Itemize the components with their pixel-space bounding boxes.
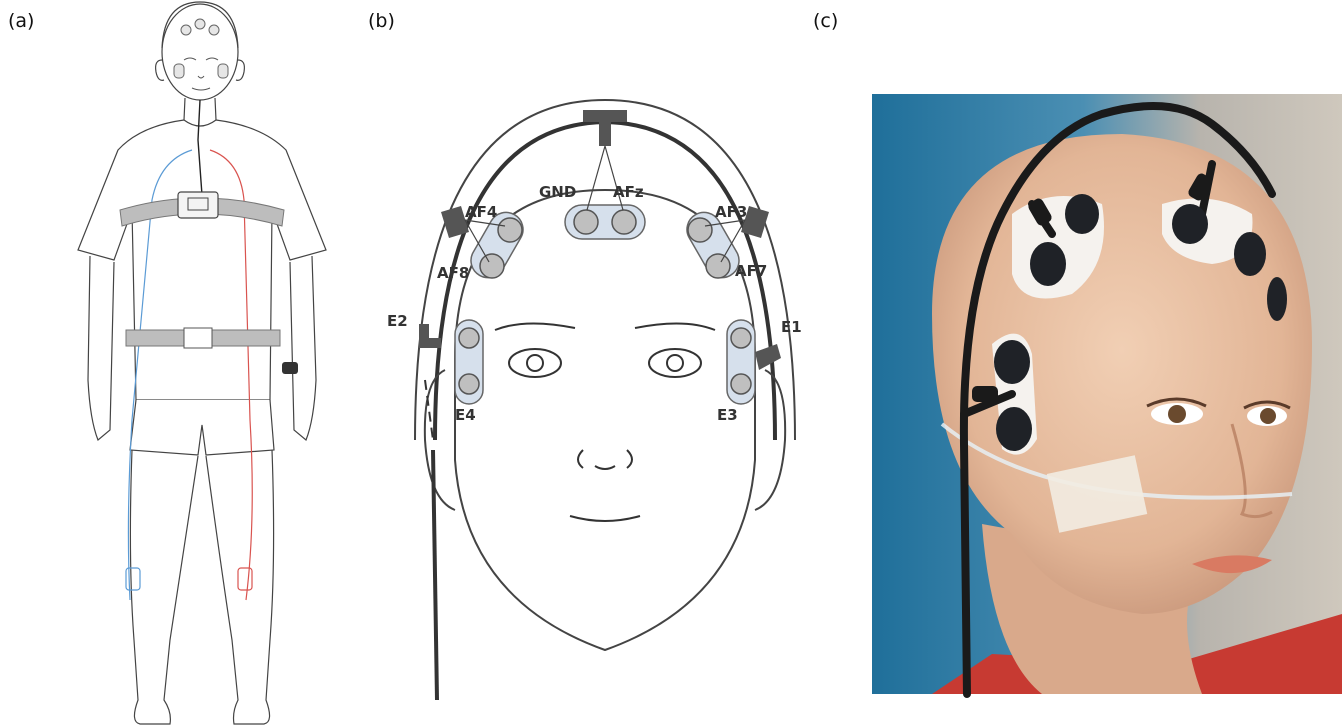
head-outline bbox=[162, 4, 238, 100]
shirt-outline bbox=[78, 120, 326, 400]
electrode-cup bbox=[1065, 194, 1099, 234]
label-e3: E3 bbox=[717, 406, 738, 424]
label-af7: AF7 bbox=[735, 262, 767, 280]
mannequin-photo bbox=[872, 94, 1342, 694]
label-afz: AFz bbox=[613, 183, 644, 201]
electrode-cup bbox=[994, 340, 1030, 384]
leg-electrode-right bbox=[238, 568, 252, 590]
label-af4: AF4 bbox=[465, 203, 497, 221]
e1-connector bbox=[755, 344, 781, 370]
label-e2: E2 bbox=[387, 312, 408, 330]
label-e4: E4 bbox=[455, 406, 476, 424]
label-af3: AF3 bbox=[715, 203, 747, 221]
af4-electrode bbox=[498, 218, 522, 242]
af8-electrode bbox=[480, 254, 504, 278]
label-gnd: GND bbox=[539, 183, 576, 201]
electrode-cup bbox=[1172, 204, 1208, 244]
e2-pad-electrode bbox=[459, 328, 479, 348]
electrode-cup bbox=[1234, 232, 1266, 276]
gnd-electrode bbox=[574, 210, 598, 234]
wrist-device bbox=[282, 362, 298, 374]
electrode-cup bbox=[1030, 242, 1066, 286]
label-e1: E1 bbox=[781, 318, 802, 336]
body-diagram bbox=[60, 0, 360, 727]
panel-a-label: (a) bbox=[8, 10, 34, 32]
head-electrode bbox=[209, 25, 219, 35]
panel-b-label: (b) bbox=[368, 10, 395, 32]
top-connector bbox=[583, 110, 627, 146]
eye-electrode-pad bbox=[174, 64, 184, 78]
head-electrode bbox=[195, 19, 205, 29]
electrode-cup bbox=[1267, 277, 1287, 321]
eye-electrode-pad bbox=[218, 64, 228, 78]
e1-pad-electrode bbox=[731, 328, 751, 348]
electrode-cup bbox=[996, 407, 1032, 451]
af7-electrode bbox=[706, 254, 730, 278]
e4-electrode bbox=[459, 374, 479, 394]
e3-electrode bbox=[731, 374, 751, 394]
shorts-outline bbox=[130, 400, 274, 455]
head-electrode bbox=[181, 25, 191, 35]
panel-c-label: (c) bbox=[813, 10, 838, 32]
electrode-montage-diagram: GND AFz AF4 AF3 AF8 AF7 E2 E1 E4 E3 bbox=[385, 80, 825, 720]
e2-connector bbox=[419, 324, 441, 348]
label-af8: AF8 bbox=[437, 264, 469, 282]
recorder-device bbox=[178, 192, 218, 218]
afz-electrode bbox=[612, 210, 636, 234]
leg-electrode-left bbox=[126, 568, 140, 590]
af3-electrode bbox=[688, 218, 712, 242]
